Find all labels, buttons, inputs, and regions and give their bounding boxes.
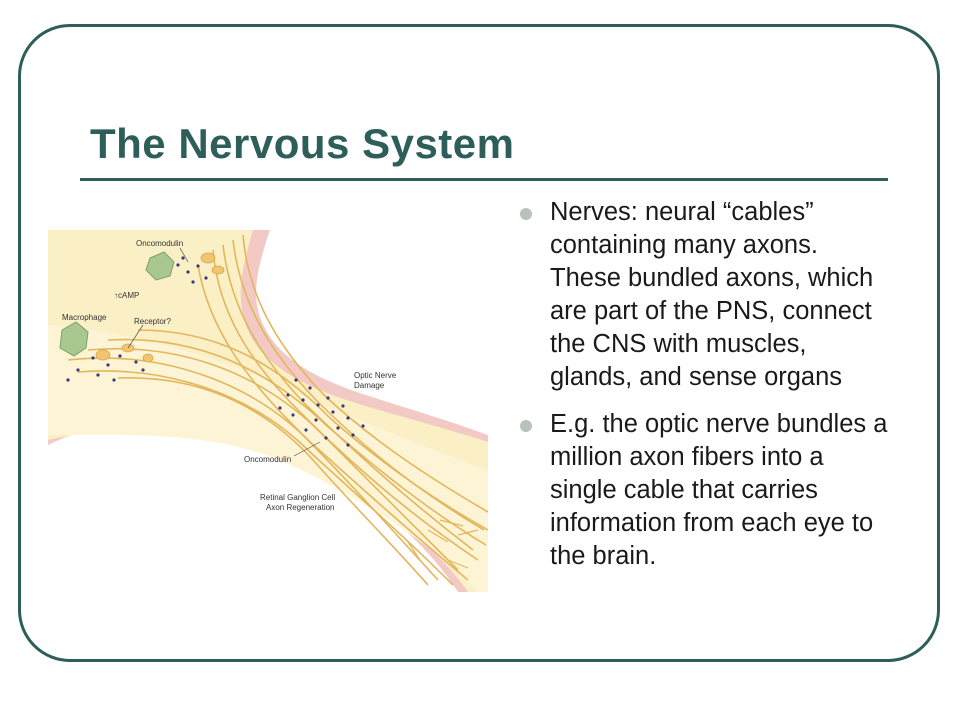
bullet-list: Nerves: neural “cables” containing many … <box>520 196 895 587</box>
pointer-lines <box>127 247 321 457</box>
bullet-item: E.g. the optic nerve bundles a million a… <box>520 408 895 573</box>
bullet-dot <box>520 208 532 220</box>
label-optic-nerve-2: Damage <box>354 381 385 390</box>
label-rgc-2: Axon Regeneration <box>266 503 335 512</box>
label-optic-nerve-1: Optic Nerve <box>354 371 397 380</box>
label-oncomodulin-bottom: Oncomodulin <box>244 455 291 464</box>
bullet-text: E.g. the optic nerve bundles a million a… <box>550 410 888 570</box>
label-receptor: Receptor? <box>134 317 171 326</box>
label-camp: ↑cAMP <box>114 291 139 300</box>
ganglion-cells <box>95 252 225 363</box>
oncomodulin-cell <box>145 251 175 281</box>
axon-fibers <box>67 234 488 586</box>
bullet-text: Nerves: neural “cables” containing many … <box>550 198 874 391</box>
fiber-branches <box>407 519 479 569</box>
optic-nerve-illustration: Oncomodulin ↑cAMP Macrophage Receptor? O… <box>48 230 488 592</box>
macrophage-cell <box>59 321 89 357</box>
nerve-inner <box>48 325 488 592</box>
label-oncomodulin-top: Oncomodulin <box>136 239 183 248</box>
title-divider <box>80 178 888 181</box>
label-macrophage: Macrophage <box>62 313 107 322</box>
bullet-dot <box>520 420 532 432</box>
slide-title: The Nervous System <box>90 120 515 167</box>
bullet-item: Nerves: neural “cables” containing many … <box>520 196 895 394</box>
oncomodulin-dots <box>66 256 365 447</box>
label-rgc-1: Retinal Ganglion Cell <box>260 493 335 502</box>
